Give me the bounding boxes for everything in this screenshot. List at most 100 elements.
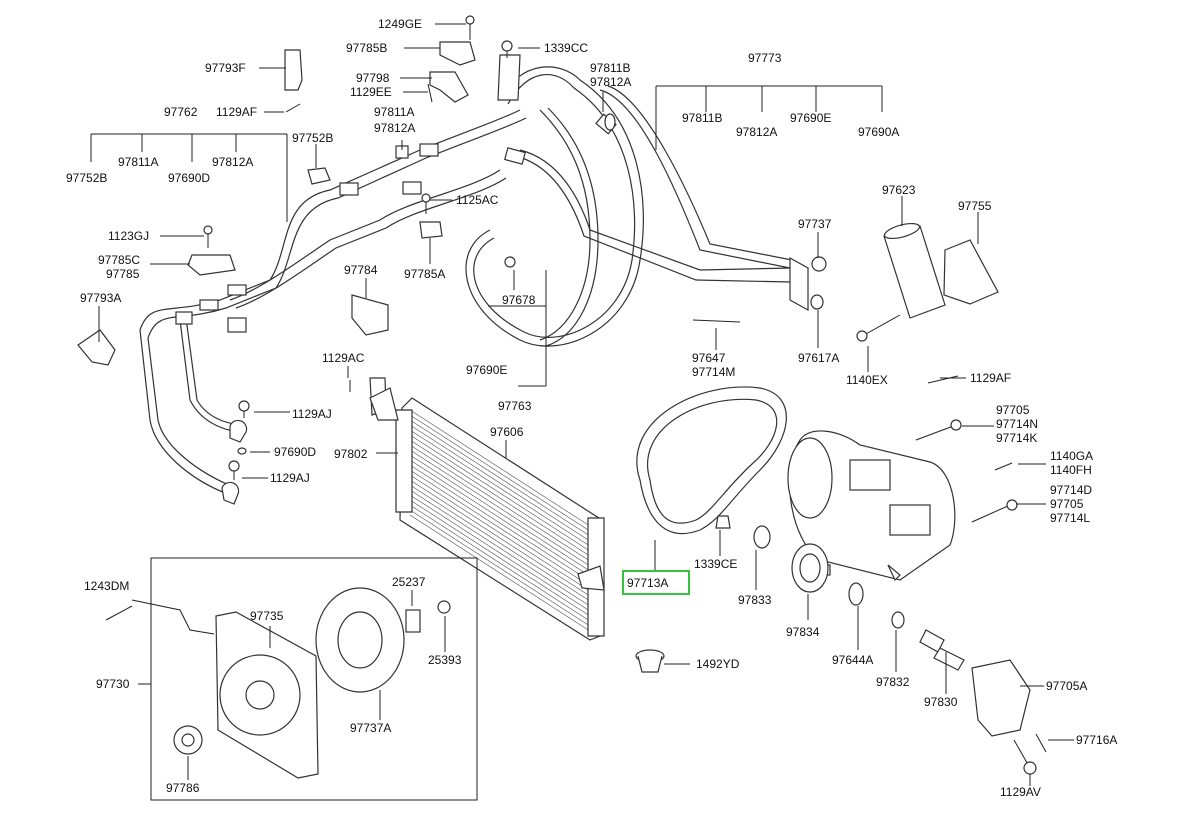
- label-97785C[interactable]: 97785C: [98, 253, 140, 267]
- label-97811A-mid[interactable]: 97811A: [374, 105, 414, 119]
- o-rings: [237, 113, 827, 455]
- label-97690A[interactable]: 97690A: [858, 125, 899, 139]
- label-97647[interactable]: 97647: [692, 351, 726, 365]
- label-1129AJ-1[interactable]: 1129AJ: [292, 407, 332, 421]
- label-97690E-m[interactable]: 97690E: [466, 363, 507, 377]
- cap-1492YD: [635, 649, 665, 673]
- label-97798[interactable]: 97798: [356, 71, 390, 85]
- label-1129AF-top[interactable]: 1129AF: [216, 105, 257, 119]
- label-97752B-l[interactable]: 97752B: [66, 171, 107, 185]
- condenser-fin: [409, 454, 597, 576]
- label-97714D[interactable]: 97714D: [1050, 483, 1092, 497]
- label-1339CC[interactable]: 1339CC: [544, 41, 588, 55]
- condenser-fin: [409, 429, 597, 551]
- label-97755[interactable]: 97755: [958, 199, 992, 213]
- label-97644A[interactable]: 97644A: [832, 653, 873, 667]
- label-97705-2[interactable]: 97705: [1050, 497, 1084, 511]
- label-97713A[interactable]: 97713A: [627, 576, 668, 590]
- label-97714N[interactable]: 97714N: [996, 417, 1038, 431]
- condenser-fin: [409, 459, 597, 581]
- label-97812A-l[interactable]: 97812A: [212, 155, 253, 169]
- label-97802[interactable]: 97802: [334, 447, 368, 461]
- label-1129AC[interactable]: 1129AC: [322, 351, 365, 365]
- label-97784[interactable]: 97784: [344, 263, 378, 277]
- label-1140EX[interactable]: 1140EX: [846, 373, 888, 387]
- label-97832[interactable]: 97832: [876, 675, 910, 689]
- label-1129AJ-2[interactable]: 1129AJ: [270, 471, 310, 485]
- label-1140GA[interactable]: 1140GA: [1050, 449, 1093, 463]
- label-97752B-right[interactable]: 97752B: [292, 131, 333, 145]
- condenser-fin: [409, 469, 597, 591]
- hose-fittings: [175, 113, 809, 333]
- label-25237[interactable]: 25237: [392, 575, 426, 589]
- label-97705-1[interactable]: 97705: [996, 403, 1030, 417]
- label-97606[interactable]: 97606: [490, 425, 524, 439]
- condenser-fin: [409, 444, 597, 566]
- label-97690E-r[interactable]: 97690E: [790, 111, 831, 125]
- label-97793A[interactable]: 97793A: [80, 291, 121, 305]
- condenser-fin: [409, 504, 597, 626]
- label-97705A[interactable]: 97705A: [1046, 679, 1087, 693]
- label-97735[interactable]: 97735: [250, 609, 284, 623]
- label-97773[interactable]: 97773: [748, 51, 782, 65]
- label-1123GJ[interactable]: 1123GJ: [108, 229, 149, 243]
- condenser-fin: [409, 419, 597, 541]
- label-97716A[interactable]: 97716A: [1076, 733, 1117, 747]
- label-97737A[interactable]: 97737A: [350, 721, 391, 735]
- fan-assembly-box: [150, 557, 478, 801]
- label-97785[interactable]: 97785: [106, 267, 140, 281]
- condenser-fin: [409, 414, 597, 536]
- belt-97713A: [636, 386, 787, 535]
- label-1339CE[interactable]: 1339CE: [694, 557, 737, 571]
- label-97830[interactable]: 97830: [924, 695, 958, 709]
- label-97785A[interactable]: 97785A: [404, 267, 445, 281]
- label-1243DM[interactable]: 1243DM: [84, 579, 129, 593]
- leader-lines: [90, 23, 1074, 786]
- label-97785B[interactable]: 97785B: [346, 41, 387, 55]
- label-1492YD[interactable]: 1492YD: [696, 657, 740, 671]
- condenser-fin: [409, 509, 597, 631]
- condenser-fin: [409, 499, 597, 621]
- compressor-97705: [787, 430, 956, 582]
- label-97786[interactable]: 97786: [166, 781, 200, 795]
- label-97811B-top[interactable]: 97811B: [590, 61, 630, 75]
- label-97714L[interactable]: 97714L: [1050, 511, 1090, 525]
- label-97811A-l[interactable]: 97811A: [118, 155, 158, 169]
- highlight-box-97713A: [622, 570, 690, 595]
- label-97793F[interactable]: 97793F: [205, 61, 246, 75]
- condenser-fin: [409, 424, 597, 546]
- label-97833[interactable]: 97833: [738, 593, 772, 607]
- label-1125AC[interactable]: 1125AC: [456, 193, 499, 207]
- label-97730[interactable]: 97730: [96, 677, 130, 691]
- label-1129AV[interactable]: 1129AV: [1000, 785, 1041, 799]
- label-1249GE[interactable]: 1249GE: [378, 17, 422, 31]
- label-25393[interactable]: 25393: [428, 653, 462, 667]
- label-97737[interactable]: 97737: [798, 217, 832, 231]
- label-97617A[interactable]: 97617A: [798, 351, 839, 365]
- condenser-fin: [409, 474, 597, 596]
- label-97678[interactable]: 97678: [502, 293, 536, 307]
- label-97690D-b[interactable]: 97690D: [274, 445, 316, 459]
- label-97762[interactable]: 97762: [164, 105, 198, 119]
- label-97714K[interactable]: 97714K: [996, 431, 1037, 445]
- label-97812A-top[interactable]: 97812A: [590, 75, 631, 89]
- condenser-fin: [409, 514, 597, 636]
- label-1129AF-r[interactable]: 1129AF: [970, 371, 1011, 385]
- condenser-fin: [409, 479, 597, 601]
- condenser-97606: [369, 387, 605, 641]
- brackets-top: [77, 41, 521, 505]
- label-97834[interactable]: 97834: [786, 625, 820, 639]
- condenser-fin: [409, 449, 597, 571]
- label-97714M[interactable]: 97714M: [692, 365, 735, 379]
- label-97763[interactable]: 97763: [498, 399, 532, 413]
- label-1140FH[interactable]: 1140FH: [1050, 463, 1092, 477]
- label-97623[interactable]: 97623: [882, 183, 916, 197]
- label-97811B-r[interactable]: 97811B: [682, 111, 722, 125]
- label-97690D-l[interactable]: 97690D: [168, 171, 210, 185]
- bracket-97705A: [971, 659, 1031, 737]
- label-1129EE[interactable]: 1129EE: [350, 85, 392, 99]
- label-97812A-mid[interactable]: 97812A: [374, 121, 415, 135]
- condenser-fin: [409, 464, 597, 586]
- label-97812A-r[interactable]: 97812A: [736, 125, 777, 139]
